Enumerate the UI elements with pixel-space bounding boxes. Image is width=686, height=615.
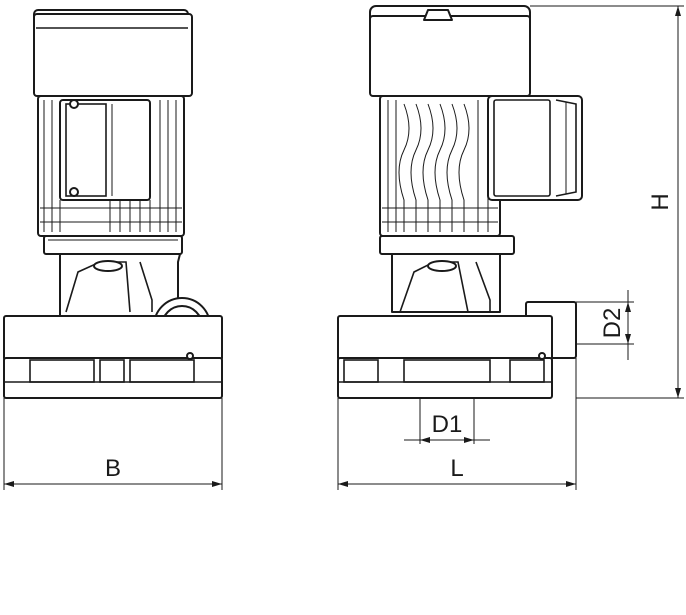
pump-front-view (3, 9, 223, 399)
screw-icon (69, 99, 79, 109)
side-motor-housing (369, 15, 531, 97)
front-motor-housing (33, 13, 193, 97)
front-base-foot (3, 357, 223, 399)
dimension-label-d2: D2 (599, 308, 626, 339)
dimension-l: L (337, 358, 577, 490)
side-base-plate (337, 315, 553, 361)
lifting-lug-icon (423, 9, 453, 21)
front-terminal-box (59, 99, 151, 201)
dimension-label-h: H (647, 193, 674, 210)
dimension-d2: D2 (576, 290, 634, 360)
side-terminal-box (487, 95, 583, 201)
dimension-h: H (530, 5, 684, 399)
side-flange (379, 235, 515, 255)
side-base-foot (337, 357, 553, 399)
dimension-label-b: B (105, 455, 121, 482)
dimension-d1: D1 (404, 398, 490, 444)
dimension-b: B (3, 398, 223, 490)
dimension-label-d1: D1 (432, 411, 463, 438)
side-pump-bracket (391, 253, 501, 313)
front-flange (43, 235, 183, 255)
screw-icon (69, 187, 79, 197)
dimension-label-l: L (450, 455, 463, 482)
pump-side-view (337, 5, 583, 399)
